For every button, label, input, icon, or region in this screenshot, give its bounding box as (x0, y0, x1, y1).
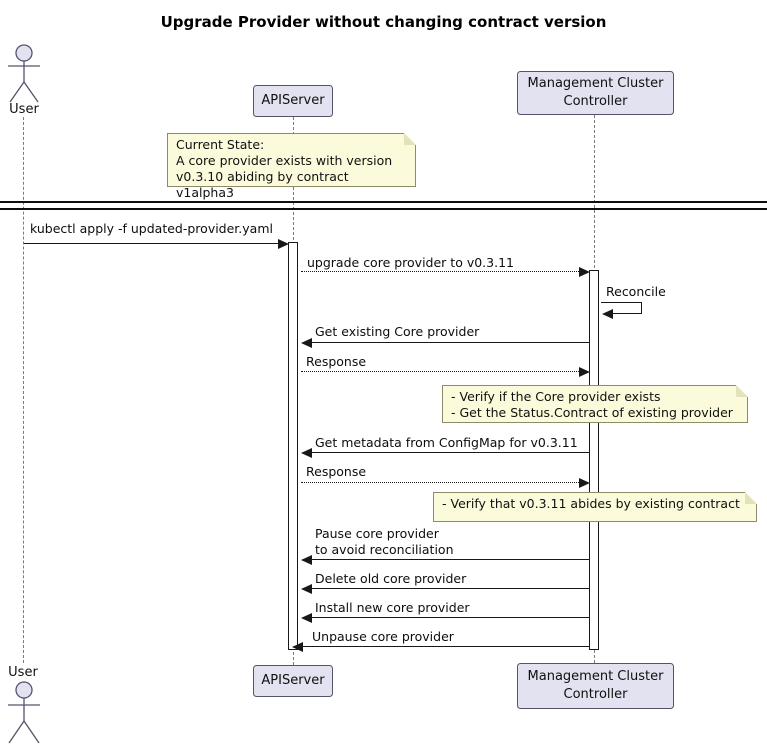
message-label: upgrade core provider to v0.3.11 (307, 255, 514, 270)
message-line (301, 271, 579, 272)
arrowhead-left-icon (301, 613, 312, 623)
note-fold-icon (736, 385, 748, 397)
participant-apiserver-top: APIServer (253, 85, 333, 117)
message-line (312, 559, 590, 560)
message-line (301, 371, 579, 372)
arrowhead-right-icon (579, 478, 590, 488)
message-line (312, 342, 590, 343)
user-actor-icon (8, 44, 40, 103)
note-verify-provider: - Verify if the Core provider exists - G… (442, 385, 748, 423)
activation-bar-controller (589, 270, 599, 650)
arrowhead-right-icon (579, 267, 590, 277)
note-fold-icon (404, 133, 416, 145)
message-label: Unpause core provider (312, 629, 454, 644)
message-label: Get existing Core provider (315, 324, 480, 339)
arrowhead-right-icon (278, 239, 289, 249)
user-label-bottom: User (8, 665, 38, 680)
diagram-title: Upgrade Provider without changing contra… (160, 13, 607, 31)
arrowhead-right-icon (579, 367, 590, 377)
message-line (312, 588, 590, 589)
arrowhead-left-icon (301, 555, 312, 565)
message-line (303, 646, 590, 647)
note-current-state: Current State: A core provider exists wi… (167, 133, 416, 200)
arrowhead-left-icon (292, 642, 303, 652)
user-actor-icon-bottom (8, 681, 40, 744)
self-line-top (601, 302, 642, 303)
divider-line-bottom (0, 208, 767, 210)
message-label: Reconcile (606, 284, 666, 299)
note-fold-icon (745, 492, 757, 504)
arrowhead-left-icon (301, 448, 312, 458)
message-label: Pause core provider to avoid reconciliat… (315, 526, 454, 557)
message-label: kubectl apply -f updated-provider.yaml (30, 221, 273, 236)
arrowhead-left-icon (602, 309, 613, 319)
message-label: Response (306, 464, 367, 479)
message-line (24, 243, 279, 244)
message-label: Delete old core provider (315, 571, 467, 586)
activation-bar-apiserver (288, 242, 298, 650)
note-verify-contract: - Verify that v0.3.11 abides by existing… (433, 492, 757, 522)
participant-apiserver-bottom: APIServer (253, 665, 333, 697)
lifeline-user (23, 117, 24, 663)
message-line (301, 482, 579, 483)
arrowhead-left-icon (301, 584, 312, 594)
message-label: Get metadata from ConfigMap for v0.3.11 (315, 435, 578, 450)
user-label-top: User (9, 102, 39, 117)
divider-line-top (0, 201, 767, 203)
message-label: Response (306, 354, 367, 369)
message-line (312, 452, 590, 453)
message-label: Install new core provider (315, 600, 470, 615)
self-line-vertical (641, 302, 642, 314)
arrowhead-left-icon (301, 338, 312, 348)
participant-controller-top: Management Cluster Controller (517, 71, 674, 115)
message-line (312, 617, 590, 618)
self-line-bottom (612, 313, 642, 314)
participant-controller-bottom: Management Cluster Controller (517, 663, 674, 709)
